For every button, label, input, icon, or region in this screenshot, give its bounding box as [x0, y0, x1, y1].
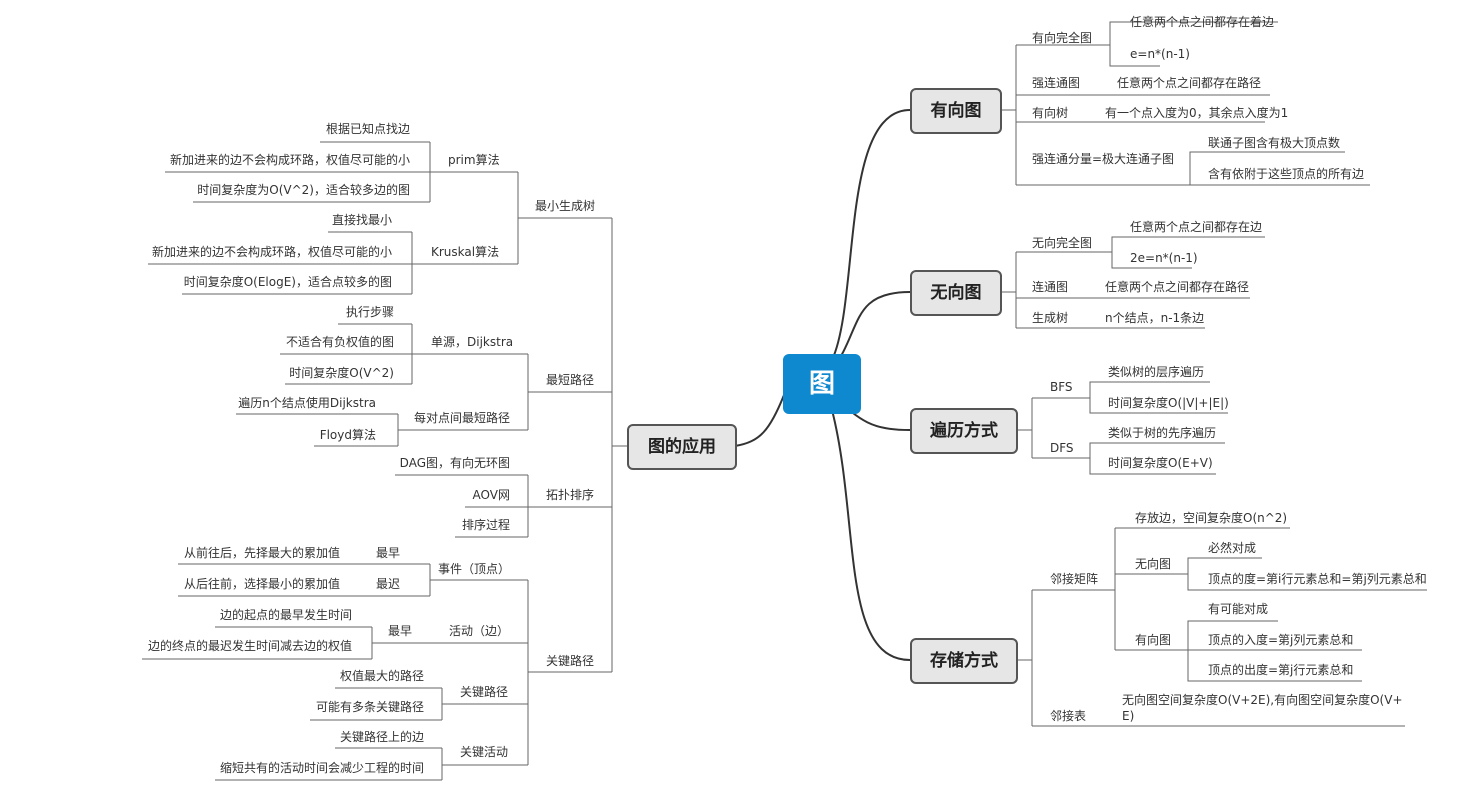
topic-connected-graph-desc[interactable]: 任意两个点之间都存在路径	[1105, 280, 1250, 294]
topic-single-source-d2[interactable]: 不适合有负权值的图	[285, 335, 394, 349]
topic-matrix-undirected-d2[interactable]: 顶点的度=第i行元素总和=第j列元素总和	[1208, 572, 1427, 586]
topic-matrix-directed-d1[interactable]: 有可能对成	[1208, 602, 1269, 616]
topic-key-activity[interactable]: 关键活动	[460, 745, 509, 759]
topic-mst[interactable]: 最小生成树	[535, 199, 596, 213]
branch-directed-graph[interactable]: 有向图	[910, 88, 1002, 134]
topic-matrix-directed-d2[interactable]: 顶点的入度=第j列元素总和	[1208, 633, 1354, 647]
topic-kruskal[interactable]: Kruskal算法	[431, 245, 500, 259]
topic-key-activity-d2[interactable]: 缩短共有的活动时间会减少工程的时间	[219, 761, 424, 775]
topic-adjacency-list-desc-line2[interactable]: E)	[1122, 709, 1135, 723]
topic-connected-graph[interactable]: 连通图	[1032, 280, 1069, 294]
topic-strong-component[interactable]: 强连通分量=极大连通子图	[1032, 152, 1175, 166]
topic-key-activity-d1[interactable]: 关键路径上的边	[339, 730, 424, 744]
topic-spanning-tree[interactable]: 生成树	[1032, 311, 1069, 325]
topic-topo-d2[interactable]: AOV网	[472, 488, 510, 502]
topic-prim-d2[interactable]: 新加进来的边不会构成环路，权值尽可能的小	[169, 153, 410, 167]
topic-activity-d2[interactable]: 边的终点的最迟发生时间减去边的权值	[147, 639, 352, 653]
topic-single-source[interactable]: 单源，Dijkstra	[431, 335, 514, 349]
topic-directed-tree-desc[interactable]: 有一个点入度为0，其余点入度为1	[1105, 106, 1289, 120]
topic-single-source-d3[interactable]: 时间复杂度O(V^2)	[289, 366, 394, 380]
topic-matrix-undirected[interactable]: 无向图	[1135, 557, 1172, 571]
topic-event-early-desc[interactable]: 从前往后，先择最大的累加值	[183, 546, 340, 560]
topic-event-early[interactable]: 最早	[376, 546, 401, 560]
topic-topo-d1[interactable]: DAG图，有向无环图	[399, 456, 510, 470]
topic-directed-complete-desc2[interactable]: e=n*(n-1)	[1130, 47, 1190, 61]
topic-adjacency-list[interactable]: 邻接表	[1050, 709, 1087, 723]
topic-single-source-d1[interactable]: 执行步骤	[345, 305, 394, 319]
topic-strongly-connected[interactable]: 强连通图	[1032, 76, 1081, 90]
topic-event[interactable]: 事件（顶点）	[438, 562, 511, 576]
topic-matrix-directed-d3[interactable]: 顶点的出度=第j行元素总和	[1208, 663, 1354, 677]
branch-traversal[interactable]: 遍历方式	[910, 408, 1018, 454]
topic-prim-d1[interactable]: 根据已知点找边	[325, 122, 410, 136]
topic-all-pairs-d1[interactable]: 遍历n个结点使用Dijkstra	[238, 396, 376, 410]
topic-undirected-complete-desc1[interactable]: 任意两个点之间都存在边	[1130, 220, 1263, 234]
topic-undirected-complete[interactable]: 无向完全图	[1032, 236, 1093, 250]
topic-spanning-tree-desc[interactable]: n个结点，n-1条边	[1105, 311, 1205, 325]
topic-dfs-desc1[interactable]: 类似于树的先序遍历	[1108, 426, 1217, 440]
branch-graph-applications[interactable]: 图的应用	[627, 424, 737, 470]
topic-prim-d3[interactable]: 时间复杂度为O(V^2)，适合较多边的图	[197, 183, 410, 197]
topic-kruskal-d2[interactable]: 新加进来的边不会构成环路，权值尽可能的小	[151, 245, 392, 259]
topic-matrix-undirected-d1[interactable]: 必然对成	[1208, 541, 1257, 555]
topic-prim[interactable]: prim算法	[448, 153, 500, 167]
topic-directed-complete[interactable]: 有向完全图	[1032, 31, 1093, 45]
topic-key-path-d1[interactable]: 权值最大的路径	[339, 669, 424, 683]
topic-topo-d3[interactable]: 排序过程	[461, 518, 510, 532]
topic-directed-tree[interactable]: 有向树	[1032, 106, 1069, 120]
topic-directed-complete-desc1[interactable]: 任意两个点之间都存在着边	[1130, 15, 1275, 29]
topic-undirected-complete-desc2[interactable]: 2e=n*(n-1)	[1130, 251, 1198, 265]
topic-bfs-desc1[interactable]: 类似树的层序遍历	[1108, 365, 1205, 379]
branch-storage[interactable]: 存储方式	[910, 638, 1018, 684]
topic-critical-path[interactable]: 关键路径	[546, 654, 595, 668]
topic-activity-early[interactable]: 最早	[388, 624, 413, 638]
topic-activity-d1[interactable]: 边的起点的最早发生时间	[219, 608, 352, 622]
topic-activity[interactable]: 活动（边）	[449, 624, 510, 638]
topic-topological-sort[interactable]: 拓扑排序	[546, 488, 595, 502]
topic-bfs[interactable]: BFS	[1050, 380, 1073, 394]
topic-kruskal-d1[interactable]: 直接找最小	[331, 213, 392, 227]
topic-event-late[interactable]: 最迟	[376, 577, 401, 591]
topic-kruskal-d3[interactable]: 时间复杂度O(ElogE)，适合点较多的图	[183, 275, 392, 289]
root-node[interactable]: 图	[783, 354, 861, 414]
topic-dfs[interactable]: DFS	[1050, 441, 1074, 455]
topic-shortest-path[interactable]: 最短路径	[546, 373, 595, 387]
topic-key-path[interactable]: 关键路径	[460, 685, 509, 699]
topic-strongly-connected-desc[interactable]: 任意两个点之间都存在路径	[1117, 76, 1262, 90]
topic-adjacency-matrix[interactable]: 邻接矩阵	[1050, 572, 1099, 586]
topic-all-pairs-d2[interactable]: Floyd算法	[319, 428, 376, 442]
topic-bfs-desc2[interactable]: 时间复杂度O(|V|+|E|)	[1108, 396, 1229, 410]
topic-all-pairs[interactable]: 每对点间最短路径	[414, 411, 511, 425]
topic-event-late-desc[interactable]: 从后往前，选择最小的累加值	[183, 577, 340, 591]
topic-matrix-edge[interactable]: 存放边，空间复杂度O(n^2)	[1135, 511, 1288, 525]
branch-undirected-graph[interactable]: 无向图	[910, 270, 1002, 316]
topic-dfs-desc2[interactable]: 时间复杂度O(E+V)	[1108, 456, 1213, 470]
topic-strong-component-desc1[interactable]: 联通子图含有极大顶点数	[1208, 136, 1341, 150]
topic-key-path-d2[interactable]: 可能有多条关键路径	[315, 700, 424, 714]
topic-strong-component-desc2[interactable]: 含有依附于这些顶点的所有边	[1208, 167, 1365, 181]
topic-adjacency-list-desc-line1[interactable]: 无向图空间复杂度O(V+2E),有向图空间复杂度O(V+	[1122, 693, 1403, 707]
topic-matrix-directed[interactable]: 有向图	[1135, 633, 1172, 647]
